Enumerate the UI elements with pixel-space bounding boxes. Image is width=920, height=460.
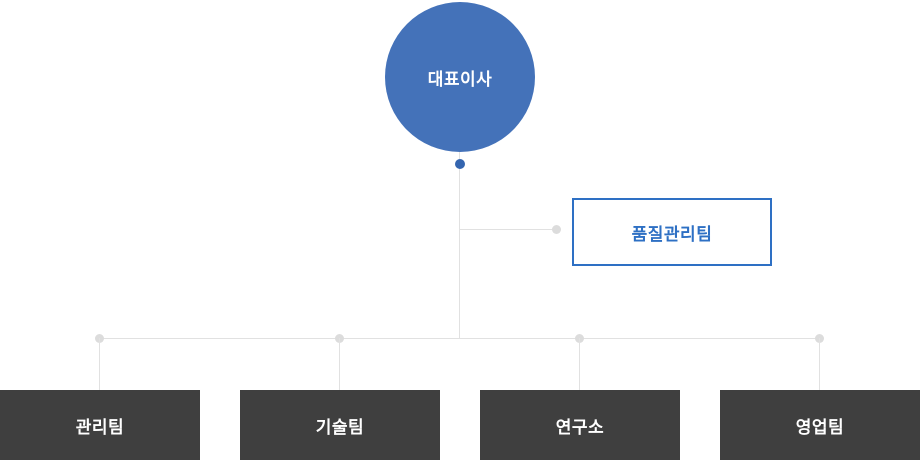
connector-stub-1	[99, 338, 100, 390]
department-node-technology: 기술팀	[240, 390, 440, 460]
connector-stub-4	[819, 338, 820, 390]
ceo-node: 대표이사	[385, 2, 535, 152]
connector-stub-3	[579, 338, 580, 390]
department-label: 기술팀	[315, 417, 365, 437]
connector-blue-dot	[455, 159, 465, 169]
quality-team-node: 품질관리팀	[572, 198, 772, 266]
department-node-management: 관리팀	[0, 390, 200, 460]
department-label: 영업팀	[795, 417, 845, 437]
connector-branch-dot	[552, 225, 561, 234]
connector-bottom-horizontal	[100, 338, 820, 339]
connector-stub-2	[339, 338, 340, 390]
quality-team-label: 품질관리팀	[631, 224, 713, 244]
department-node-research: 연구소	[480, 390, 680, 460]
department-label: 관리팀	[75, 417, 125, 437]
connector-branch-horizontal	[460, 229, 554, 230]
department-node-sales: 영업팀	[720, 390, 920, 460]
connector-vertical-main	[459, 152, 460, 338]
department-label: 연구소	[555, 417, 605, 437]
ceo-label: 대표이사	[427, 69, 493, 89]
